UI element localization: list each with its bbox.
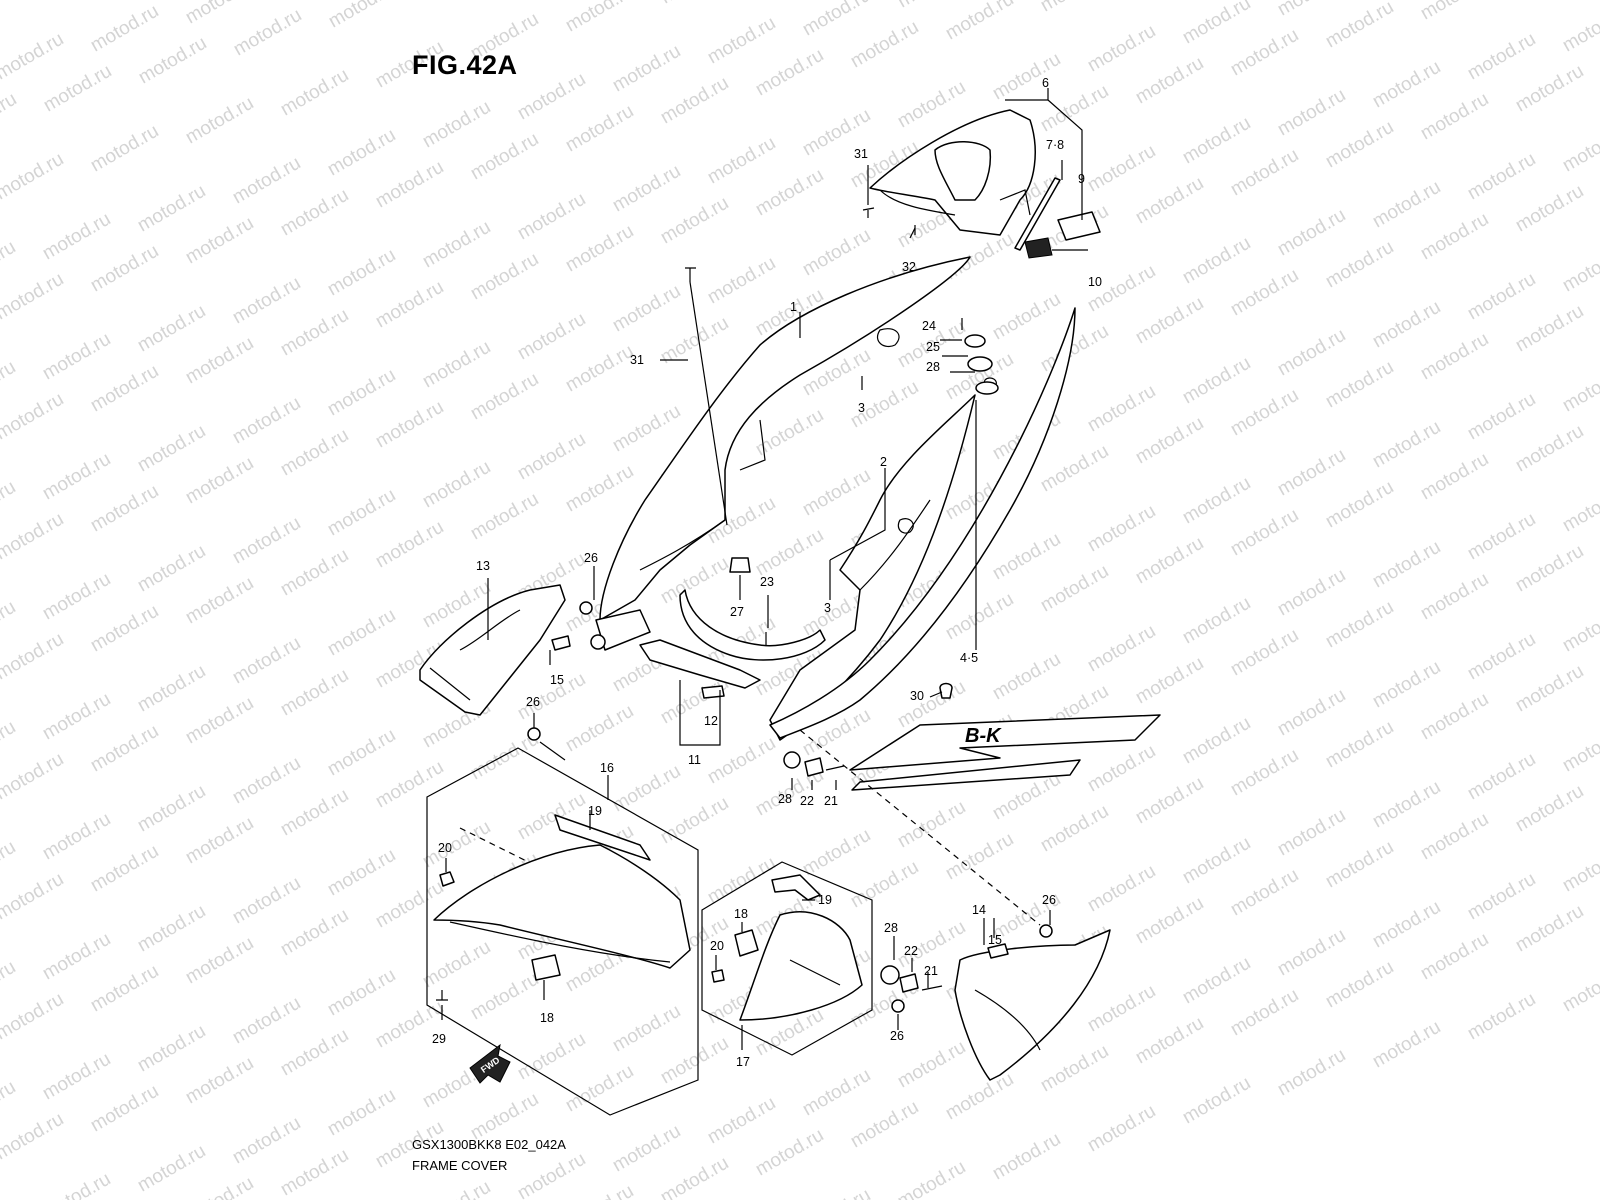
callout-23: 23 xyxy=(760,575,774,589)
callout-25: 25 xyxy=(926,340,940,354)
callout-13: 13 xyxy=(476,559,490,573)
callout-28-b: 28 xyxy=(778,792,792,806)
callout-9: 9 xyxy=(1078,172,1085,186)
callout-22-upper: 22 xyxy=(800,794,814,808)
clip-right-part xyxy=(711,969,725,983)
callout-3-lower: 3 xyxy=(824,601,831,615)
callout-7-8: 7·8 xyxy=(1046,138,1064,152)
callout-15-right: 15 xyxy=(988,933,1002,947)
callout-20-right: 20 xyxy=(710,939,724,953)
callout-26-a: 26 xyxy=(584,551,598,565)
callout-18-left: 18 xyxy=(540,1011,554,1025)
callout-28-a: 28 xyxy=(926,360,940,374)
callout-24: 24 xyxy=(922,319,936,333)
decal-lettering: B-K xyxy=(965,725,1002,747)
frame-cover-inner-part xyxy=(769,394,976,741)
seat-cowl-pad-part xyxy=(1057,211,1101,241)
callout-11: 11 xyxy=(688,753,701,767)
side-cover-right-part xyxy=(954,929,1111,1081)
side-decal-part: B-K xyxy=(849,714,1161,791)
side-cover-left-upper-part xyxy=(419,584,566,716)
callout-32: 32 xyxy=(902,260,916,274)
leader-lines xyxy=(441,88,1083,1050)
group-outline-17 xyxy=(701,861,873,1056)
callout-28-c: 28 xyxy=(884,921,898,935)
callout-4-5: 4·5 xyxy=(960,651,978,665)
callout-26-c: 26 xyxy=(1042,893,1056,907)
fwd-arrow-icon: FWD xyxy=(469,1043,511,1084)
callout-6: 6 xyxy=(1042,76,1049,90)
callout-20-left: 20 xyxy=(438,841,452,855)
seat-cowl-part xyxy=(869,109,1036,236)
callout-15-left: 15 xyxy=(550,673,564,687)
callout-22-lower: 22 xyxy=(904,944,918,958)
clip-left-part xyxy=(439,871,455,887)
callout-16: 16 xyxy=(600,761,614,775)
callout-2: 2 xyxy=(880,455,887,469)
lower-cowl-left-part xyxy=(433,814,691,969)
callout-29: 29 xyxy=(432,1032,446,1046)
figure-caption: FRAME COVER xyxy=(412,1158,508,1173)
pad-left-part xyxy=(551,635,571,651)
seat-cowl-tape-part xyxy=(1014,177,1061,251)
callout-31-lower: 31 xyxy=(630,353,644,367)
callout-21-lower: 21 xyxy=(924,964,938,978)
callout-27: 27 xyxy=(730,605,744,619)
cushion-part xyxy=(1024,237,1088,259)
callout-31-upper: 31 xyxy=(854,147,868,161)
model-code: GSX1300BKK8 E02_042A xyxy=(412,1137,566,1152)
callout-21-upper: 21 xyxy=(824,794,838,808)
callout-26-d: 26 xyxy=(890,1029,904,1043)
bracket-part xyxy=(639,589,826,699)
frame-cover-rear-part xyxy=(590,256,971,651)
callout-10: 10 xyxy=(1088,275,1102,289)
callout-3-upper: 3 xyxy=(858,401,865,415)
callout-19-right: 19 xyxy=(818,893,832,907)
callout-30: 30 xyxy=(910,689,924,703)
lower-cowl-right-part xyxy=(739,874,863,1021)
callout-labels: 1 2 3 3 4·5 6 7·8 9 10 11 12 13 14 15 15… xyxy=(432,76,1102,1069)
callout-19-left: 19 xyxy=(588,804,602,818)
callout-14: 14 xyxy=(972,903,986,917)
callout-17: 17 xyxy=(736,1055,750,1069)
callout-12: 12 xyxy=(704,714,718,728)
callout-18-right: 18 xyxy=(734,907,748,921)
callout-26-b: 26 xyxy=(526,695,540,709)
callout-1: 1 xyxy=(790,300,797,314)
figure-title: FIG.42A xyxy=(412,50,518,80)
pad-left-lower-part xyxy=(531,954,561,981)
screw-29-part xyxy=(436,990,448,1001)
hardware-parts xyxy=(527,207,1053,1013)
pad-right-part xyxy=(734,929,759,957)
